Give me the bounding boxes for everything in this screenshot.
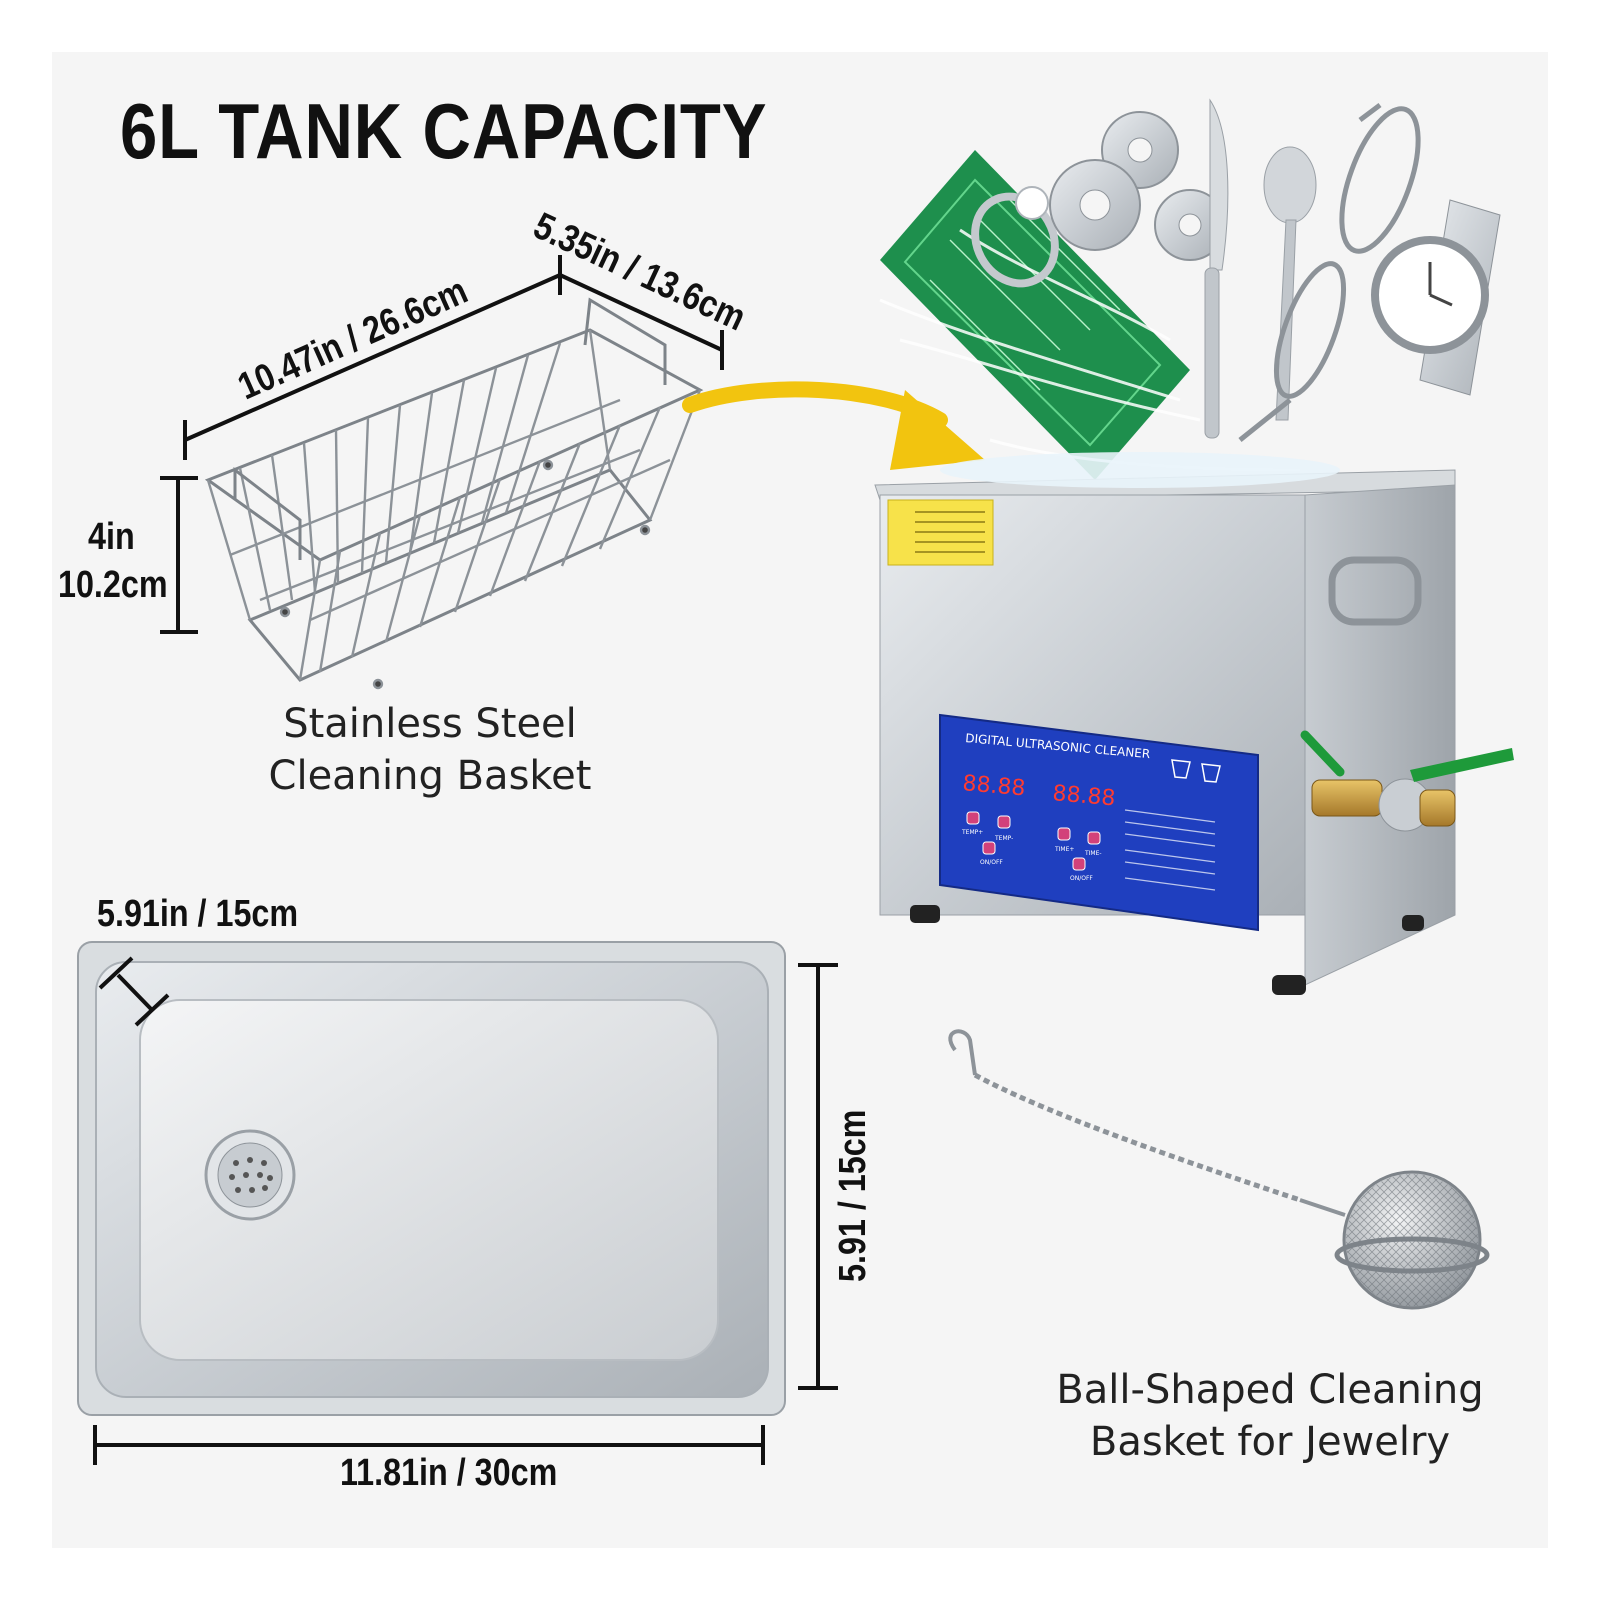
ball-basket-caption: Ball-Shaped Cleaning Basket for Jewelry (1040, 1364, 1500, 1468)
key-label-time-down: TIME- (1084, 850, 1102, 857)
heater-onoff-button[interactable] (982, 841, 996, 855)
key-label-temp-down: TEMP- (994, 835, 1013, 842)
wire-basket (204, 297, 704, 690)
ball-basket-caption-line1: Ball-Shaped Cleaning (1056, 1367, 1484, 1413)
cleaning-items (879, 98, 1501, 480)
ball-basket-caption-line2: Basket for Jewelry (1089, 1419, 1451, 1465)
drain-valve (1300, 730, 1514, 832)
watch-icon (1371, 199, 1501, 396)
display-left: 88.88 (961, 771, 1026, 801)
basket-caption-line1: Stainless Steel (283, 701, 577, 747)
basket-caption: Stainless Steel Cleaning Basket (240, 698, 620, 802)
temp-up-button[interactable] (966, 811, 980, 825)
yellow-arrow-icon (682, 381, 985, 470)
ultrasonic-cleaner: DIGITAL ULTRASONIC CLEANER 88.88 88.88 T… (874, 452, 1514, 995)
warning-label (887, 499, 994, 566)
basket-caption-line2: Cleaning Basket (268, 753, 592, 799)
time-up-button[interactable] (1057, 827, 1071, 841)
control-panel: DIGITAL ULTRASONIC CLEANER 88.88 88.88 T… (939, 713, 1259, 932)
ball-basket-icon (948, 1029, 1490, 1310)
key-label-power-onoff: ON/OFF (1070, 875, 1093, 882)
glasses-icon (1238, 103, 1421, 442)
ring-icon (971, 186, 1059, 288)
temp-down-button[interactable] (997, 815, 1011, 829)
basket-height-label-cm: 10.2cm (58, 564, 168, 606)
steel-tray (77, 941, 786, 1416)
key-label-heat-onoff: ON/OFF (980, 859, 1003, 866)
time-down-button[interactable] (1087, 831, 1101, 845)
key-label-time-up: TIME+ (1054, 846, 1074, 853)
page-title: 6L TANK CAPACITY (120, 87, 768, 175)
knife-icon (1204, 98, 1229, 439)
cleaner-feet (910, 905, 1424, 995)
basket-wires (229, 342, 671, 673)
drain-hole-icon (204, 1129, 296, 1221)
warning-icons (1171, 759, 1221, 783)
basket-height-label-in: 4in (88, 516, 135, 558)
tray-length-label: 11.81in / 30cm (340, 1452, 558, 1494)
tray-depth-label: 5.91in / 15cm (97, 893, 299, 935)
flange-icon (1049, 111, 1226, 261)
power-onoff-button[interactable] (1072, 857, 1086, 871)
display-right: 88.88 (1051, 781, 1116, 811)
basket-dimension-lines (160, 255, 724, 634)
key-label-temp-up: TEMP+ (961, 829, 983, 836)
tray-dimension-lines (93, 956, 838, 1465)
